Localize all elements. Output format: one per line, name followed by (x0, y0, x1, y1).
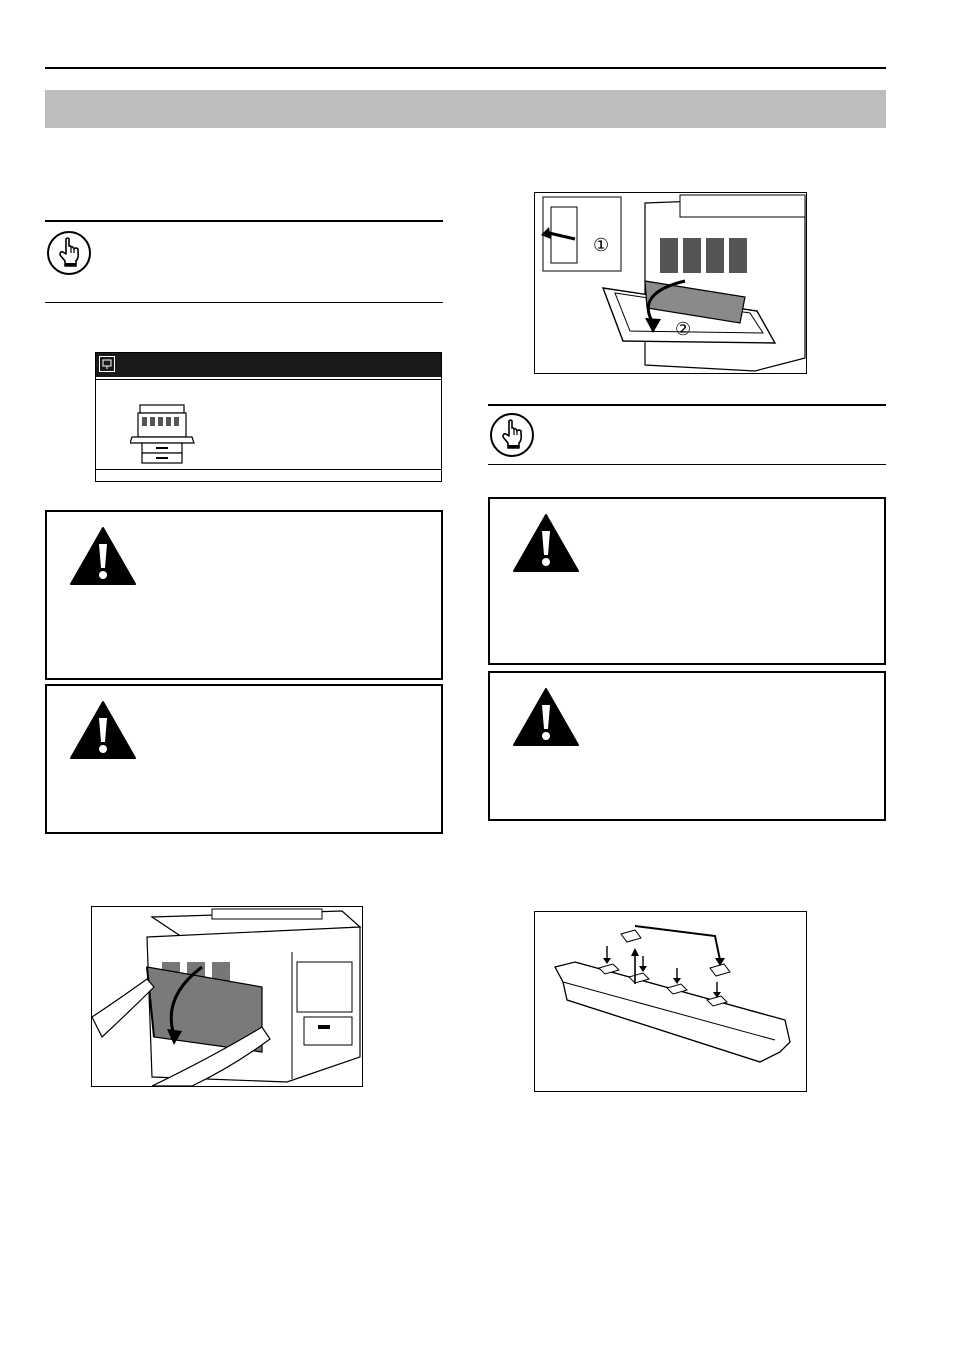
caution-box (488, 497, 886, 665)
note-bottom-rule (45, 302, 443, 303)
note-top-rule (488, 404, 886, 406)
caution-box (45, 510, 443, 680)
caution-box (488, 671, 886, 821)
copier-open-cover-icon (130, 403, 196, 467)
waste-toner-box-caps-figure (534, 911, 807, 1092)
operation-panel-screen (95, 352, 442, 482)
caution-box (45, 684, 443, 834)
header-rule (45, 67, 886, 69)
step-2-label: ② (675, 319, 691, 340)
caution-triangle-icon (512, 513, 580, 573)
caution-triangle-icon (69, 700, 137, 760)
section-title-band (45, 90, 886, 128)
important-hand-icon (489, 412, 535, 458)
panel-status-icon (99, 356, 115, 372)
remove-waste-toner-figure: ① ② (534, 192, 807, 374)
important-hand-icon (46, 230, 92, 276)
step-1-label: ① (593, 235, 609, 256)
panel-header-bar (96, 353, 441, 377)
note-top-rule (45, 220, 443, 222)
open-front-cover-figure (91, 906, 363, 1087)
note-bottom-rule (488, 464, 886, 465)
caution-triangle-icon (512, 687, 580, 747)
caution-triangle-icon (69, 526, 137, 586)
